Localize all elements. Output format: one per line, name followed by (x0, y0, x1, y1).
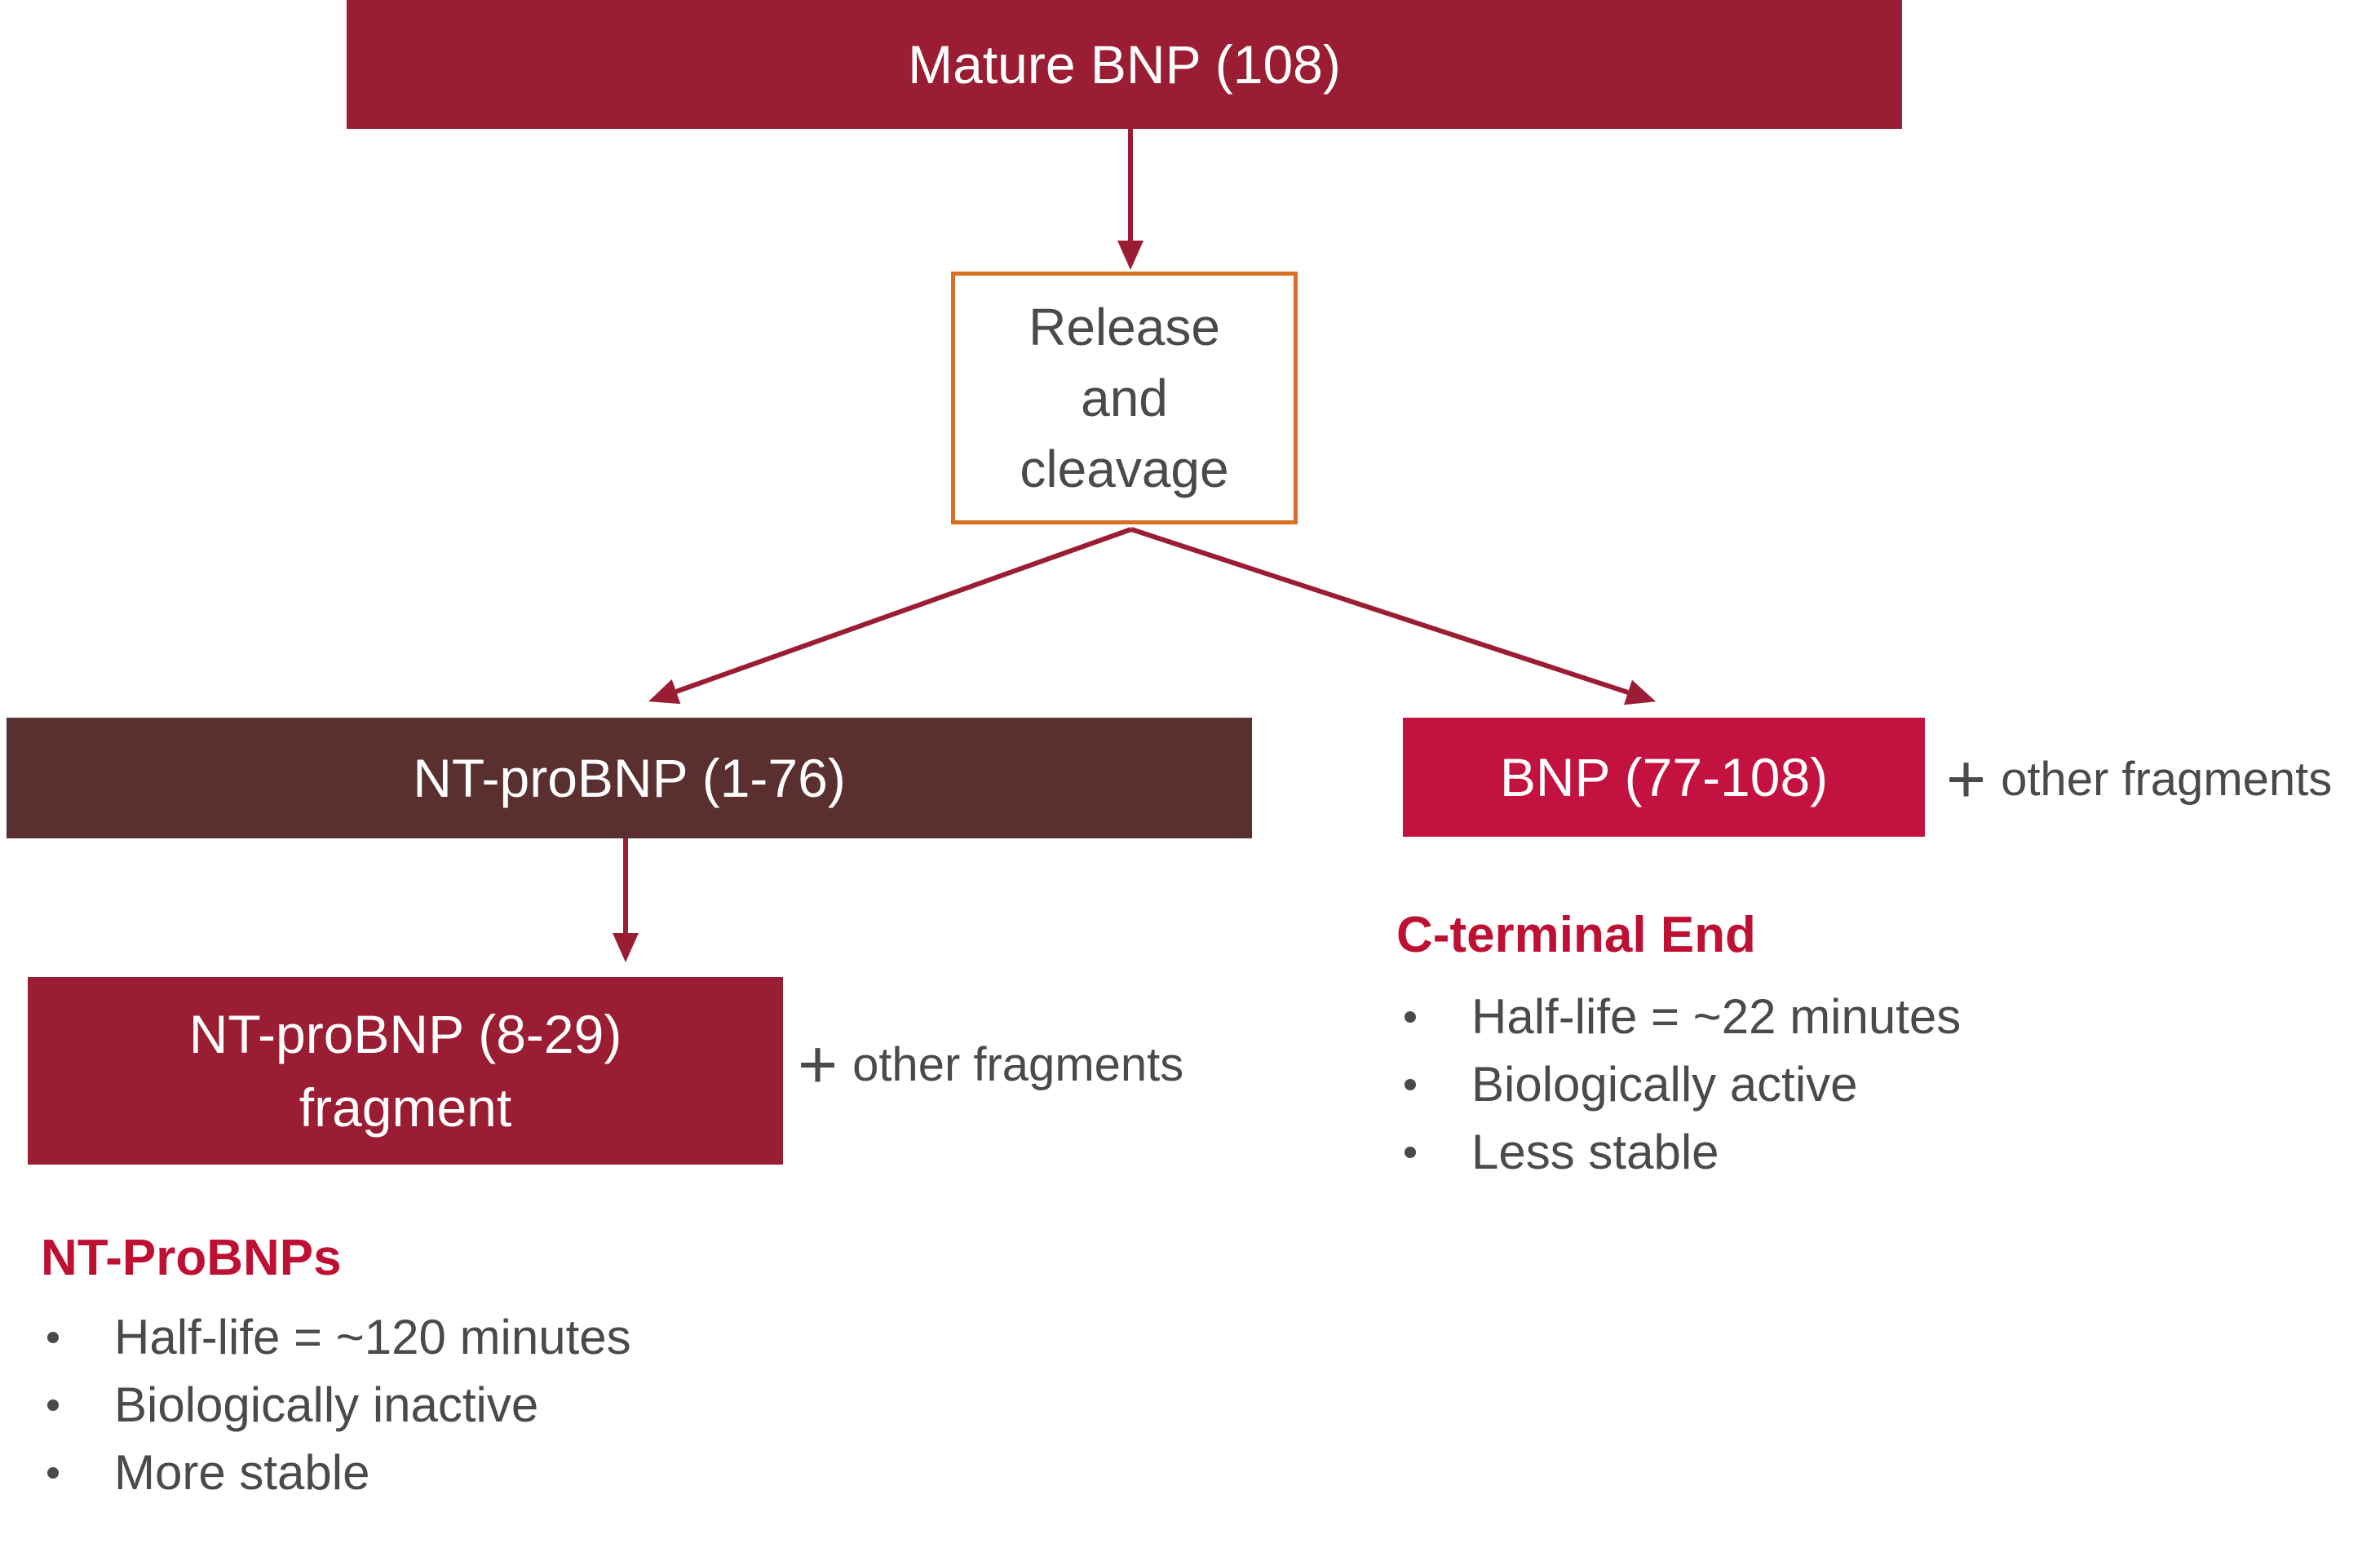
bullet-dot (47, 1467, 59, 1479)
other-fragments-right: + other fragments (1946, 738, 2332, 820)
nt-probnp-1-76-label: NT-proBNP (1-76) (413, 748, 846, 808)
bullet-dot (47, 1399, 59, 1411)
plus-sign: + (1946, 741, 1987, 817)
other-fragments-label: other fragments (2001, 752, 2333, 806)
c-terminal-bullet-list: Half-life = ~22 minutes Biologically act… (1396, 983, 1961, 1186)
list-item: More stable (39, 1439, 631, 1506)
list-item: Biologically active (1396, 1050, 1961, 1118)
release-line: Release (1029, 297, 1220, 356)
nt-probnp-8-29-box: NT-proBNP (8-29) fragment (28, 977, 783, 1165)
c-terminal-heading: C-terminal End (1396, 907, 1756, 963)
bnp-77-108-label: BNP (77-108) (1499, 747, 1829, 807)
bullet-dot (1405, 1147, 1416, 1158)
other-fragments-label: other fragments (852, 1037, 1184, 1091)
bullet-text: Half-life = ~120 minutes (114, 1310, 631, 1364)
bullet-text: Biologically active (1471, 1057, 1858, 1112)
bullet-dot (1405, 1011, 1416, 1023)
bullet-dot (1405, 1079, 1416, 1090)
bullet-text: Half-life = ~22 minutes (1471, 989, 1962, 1044)
list-item: Half-life = ~22 minutes (1396, 983, 1961, 1050)
arrow-release-to-bnp (1130, 527, 1657, 705)
bnp-77-108-box: BNP (77-108) (1403, 718, 1925, 837)
list-item: Biologically inactive (39, 1371, 631, 1439)
nt-probnp-8-29-line: fragment (299, 1077, 512, 1138)
nt-probnps-heading: NT-ProBNPs (41, 1230, 342, 1286)
list-item: Half-life = ~120 minutes (39, 1303, 631, 1371)
mature-bnp-label: Mature BNP (108) (908, 34, 1341, 95)
release-line: and (1081, 368, 1168, 427)
release-cleavage-box: Release and cleavage (951, 272, 1298, 524)
nt-probnp-8-29-line: NT-proBNP (8-29) (188, 1004, 622, 1064)
release-line: cleavage (1020, 439, 1229, 498)
nt-probnps-bullet-list: Half-life = ~120 minutes Biologically in… (39, 1303, 631, 1506)
bullet-text: Less stable (1471, 1125, 1719, 1179)
bullet-text: More stable (114, 1445, 370, 1500)
mature-bnp-box: Mature BNP (108) (347, 0, 1902, 129)
bullet-text: Biologically inactive (114, 1377, 539, 1432)
nt-probnp-1-76-box: NT-proBNP (1-76) (7, 718, 1252, 838)
arrow-release-to-ntprobnp (648, 527, 1133, 705)
bullet-dot (47, 1332, 59, 1343)
plus-sign: + (798, 1026, 838, 1103)
list-item: Less stable (1396, 1118, 1961, 1186)
other-fragments-left: + other fragments (798, 1024, 1183, 1105)
